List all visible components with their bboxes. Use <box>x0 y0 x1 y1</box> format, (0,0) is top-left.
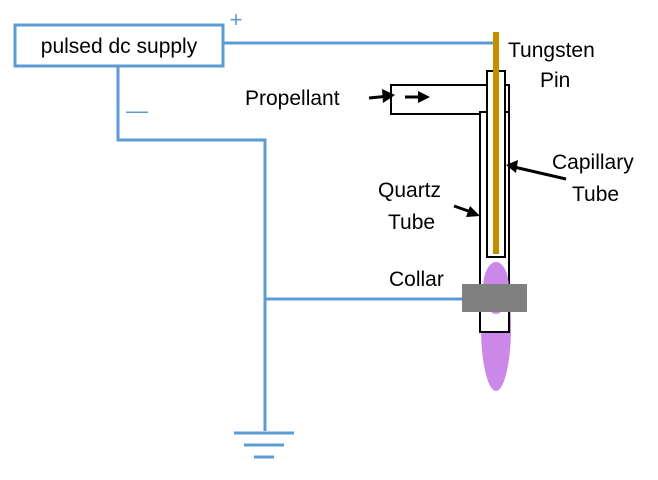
quartz-label-line2: Tube <box>388 211 435 234</box>
tungsten-label-line2: Pin <box>540 69 570 92</box>
tungsten-label-line1: Tungsten <box>508 39 595 62</box>
collar-label: Collar <box>389 268 444 291</box>
propellant-inner-arrowhead <box>418 91 430 103</box>
arrows <box>368 89 567 217</box>
propellant-label: Propellant <box>245 87 340 110</box>
capillary-arrowhead <box>506 160 518 173</box>
quartz-arrowhead <box>466 206 480 217</box>
negative-wire <box>116 66 267 431</box>
tungsten-pin <box>493 32 499 254</box>
wiring <box>116 41 496 459</box>
minus-sign: — <box>126 98 148 123</box>
power-supply-box <box>13 23 225 68</box>
propellant-outer-arrowhead <box>382 89 395 103</box>
power-supply-label: pulsed dc supply <box>41 35 198 58</box>
capillary-arrow <box>513 165 567 181</box>
collar <box>462 284 527 312</box>
plus-sign: + <box>230 7 243 32</box>
capillary-label-line1: Capillary <box>552 151 634 174</box>
capillary-label-line2: Tube <box>572 183 619 206</box>
quartz-label-line1: Quartz <box>378 179 441 202</box>
